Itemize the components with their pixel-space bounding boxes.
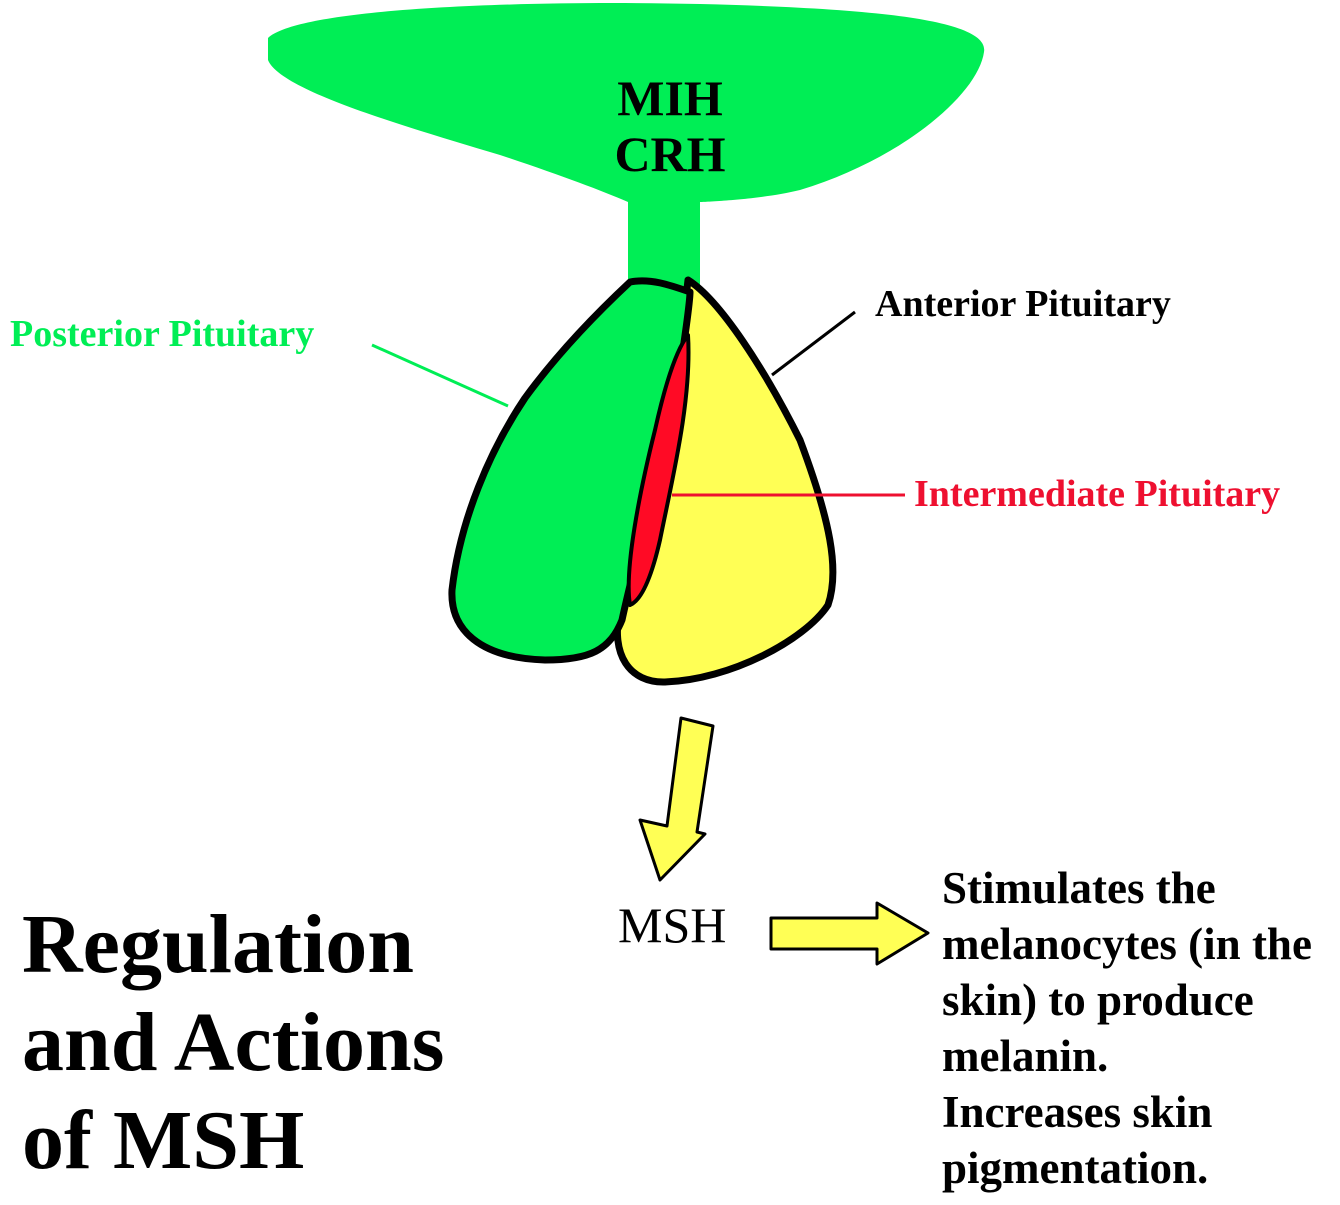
down-arrow (638, 716, 715, 882)
msh-actions-text: Stimulates the melanocytes (in the skin)… (942, 860, 1312, 1196)
posterior-pituitary-label: Posterior Pituitary (10, 313, 315, 355)
title-line: Regulation (22, 898, 415, 991)
action-line: melanocytes (in the (942, 919, 1312, 969)
hormone-label: MIH (617, 70, 723, 126)
action-line: Increases skin (942, 1087, 1213, 1137)
infundibulum-stalk (628, 195, 700, 290)
intermediate-pituitary-label: Intermediate Pituitary (914, 473, 1281, 515)
slide-title: Regulation and Actions of MSH (22, 896, 542, 1190)
title-line: and Actions (22, 996, 445, 1089)
hormone-label: CRH (614, 126, 726, 182)
action-line: pigmentation. (942, 1143, 1209, 1193)
posterior-leader-line (371, 343, 509, 408)
action-line: skin) to produce (942, 975, 1254, 1025)
anterior-leader-line (771, 310, 856, 377)
hypothalamus-hormones: MIH CRH (560, 70, 780, 182)
msh-label: MSH (618, 897, 727, 953)
intermediate-pituitary-shape (626, 333, 691, 607)
hypothalamus-shape (268, 3, 985, 202)
right-arrow (769, 901, 930, 966)
action-line: Stimulates the (942, 863, 1216, 913)
anterior-pituitary-label: Anterior Pituitary (875, 283, 1171, 325)
action-line: melanin. (942, 1031, 1109, 1081)
title-line: of MSH (22, 1094, 305, 1187)
